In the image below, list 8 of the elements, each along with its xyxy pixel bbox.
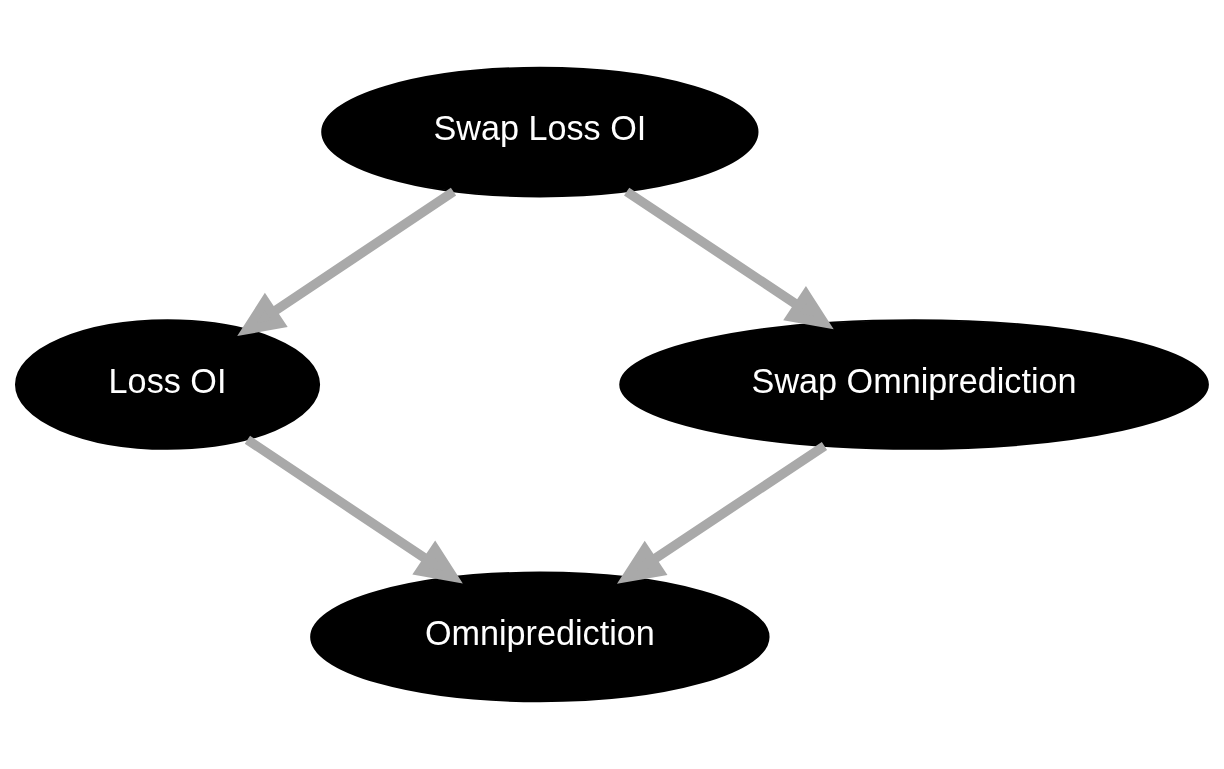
node-ellipse: Swap Loss OI [321,66,759,198]
node-ellipse: Loss OI [14,319,321,450]
arrow [237,187,457,337]
node-ellipse: Omniprediction [310,571,770,703]
arrow [244,435,463,584]
arrow [624,187,834,330]
arrow [616,442,828,584]
node-ellipse: Swap Omniprediction [619,319,1209,450]
